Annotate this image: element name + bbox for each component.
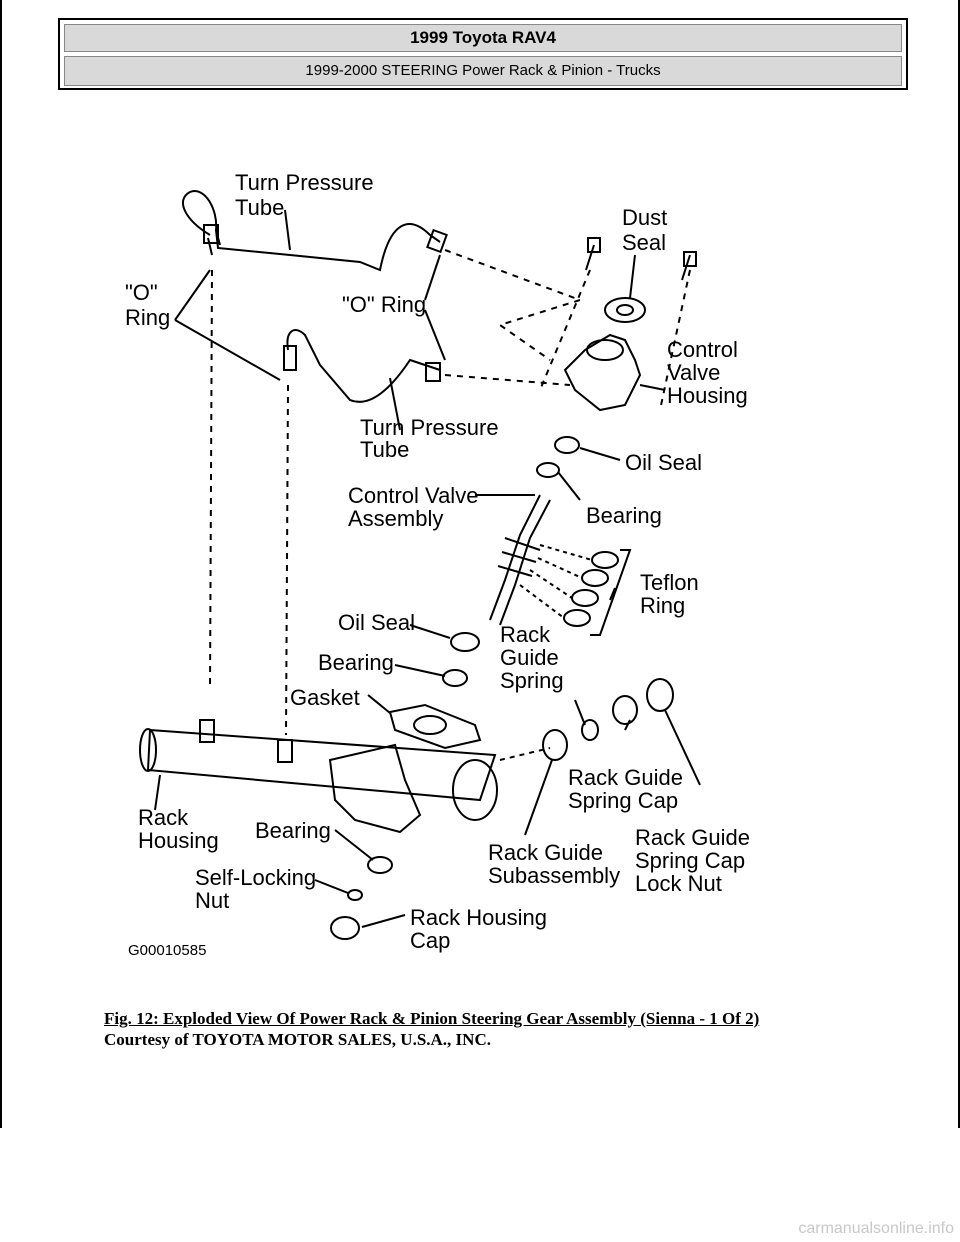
exploded-view-figure: Turn Pressure Tube Dust Seal "O" Ring "O…: [100, 160, 780, 970]
label-oil-seal-right: Oil Seal: [625, 450, 702, 475]
document-header: 1999 Toyota RAV4 1999-2000 STEERING Powe…: [58, 18, 908, 90]
figure-caption: Fig. 12: Exploded View Of Power Rack & P…: [104, 1008, 924, 1050]
label-control-valve-housing: Control Valve Housing: [667, 337, 748, 408]
figure-code: G00010585: [128, 942, 206, 959]
label-o-ring-left: "O" Ring: [125, 280, 170, 330]
label-control-valve-assembly: Control Valve Assembly: [348, 483, 485, 531]
label-gasket: Gasket: [290, 685, 360, 710]
label-o-ring-mid: "O" Ring: [342, 292, 426, 317]
page-frame: [0, 0, 960, 1128]
label-turn-pressure-tube-top: Turn Pressure Tube: [235, 170, 380, 220]
label-bearing-right: Bearing: [586, 503, 662, 528]
label-rack-guide-subassembly: Rack Guide Subassembly: [488, 840, 620, 888]
label-self-locking-nut: Self-Locking Nut: [195, 865, 322, 913]
label-bearing-low: Bearing: [255, 818, 331, 843]
label-turn-pressure-tube-bottom: Turn Pressure Tube: [360, 415, 505, 462]
watermark-text: carmanualsonline.info: [798, 1220, 954, 1237]
label-rack-guide-spring-cap-lock-nut: Rack Guide Spring Cap Lock Nut: [635, 825, 756, 896]
exploded-view-drawing: Turn Pressure Tube Dust Seal "O" Ring "O…: [125, 170, 756, 959]
label-rack-guide-spring: Rack Guide Spring: [500, 622, 565, 693]
label-oil-seal-left: Oil Seal: [338, 610, 415, 635]
footer-area: carmanualsonline.info: [0, 1128, 960, 1242]
label-dust-seal: Dust Seal: [622, 205, 673, 255]
label-bearing-mid: Bearing: [318, 650, 394, 675]
header-title: 1999 Toyota RAV4: [64, 24, 902, 52]
label-teflon-ring: Teflon Ring: [640, 570, 705, 618]
caption-courtesy: Courtesy of TOYOTA MOTOR SALES, U.S.A., …: [104, 1030, 491, 1049]
label-rack-housing-cap: Rack Housing Cap: [410, 905, 553, 953]
label-rack-guide-spring-cap: Rack Guide Spring Cap: [568, 765, 689, 813]
header-subtitle: 1999-2000 STEERING Power Rack & Pinion -…: [64, 56, 902, 86]
caption-title: Fig. 12: Exploded View Of Power Rack & P…: [104, 1009, 760, 1028]
label-rack-housing: Rack Housing: [138, 805, 219, 853]
